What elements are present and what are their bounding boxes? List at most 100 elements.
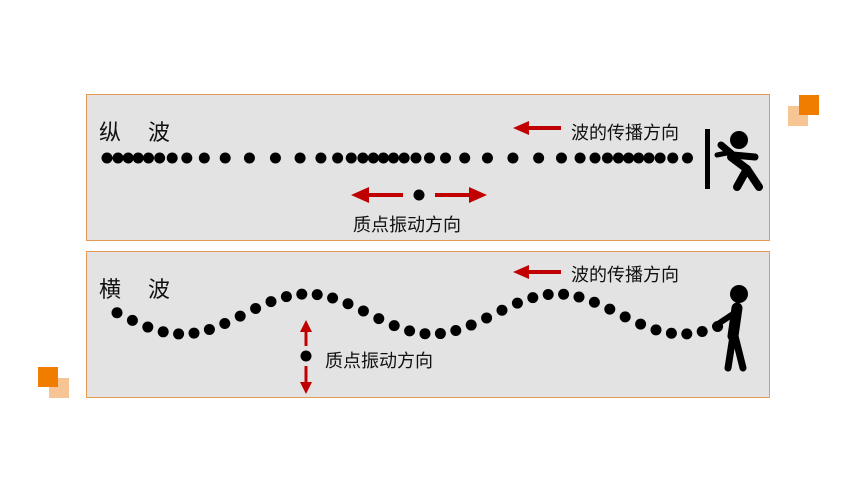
longitudinal-particle — [623, 152, 635, 164]
longitudinal-particle — [243, 152, 255, 164]
longitudinal-particle — [398, 152, 410, 164]
longitudinal-particle — [101, 152, 113, 164]
longitudinal-particle — [154, 152, 166, 164]
transverse-particle — [311, 289, 323, 301]
transverse-particle — [111, 307, 123, 319]
longitudinal-particle — [533, 152, 545, 164]
transverse-particle — [542, 288, 554, 300]
longitudinal-reference-particle — [413, 189, 425, 201]
transverse-wave-panel: 横 波 波的传播方向 质点振动方向 — [86, 251, 770, 398]
transverse-particle — [342, 298, 354, 310]
longitudinal-vibration-label: 质点振动方向 — [353, 215, 461, 236]
transverse-particle — [188, 327, 200, 339]
transverse-particle — [203, 323, 215, 335]
transverse-particle — [327, 292, 339, 304]
longitudinal-propagation-label: 波的传播方向 — [571, 123, 679, 144]
transverse-vibration-arrow-up — [300, 320, 312, 346]
longitudinal-particle — [367, 152, 379, 164]
transverse-particles — [111, 288, 724, 340]
transverse-title: 横 波 — [99, 278, 180, 303]
longitudinal-particle — [345, 152, 357, 164]
longitudinal-particle — [667, 152, 679, 164]
longitudinal-particle — [481, 152, 493, 164]
transverse-particle — [373, 313, 385, 325]
standing-person-icon — [712, 285, 748, 372]
pushing-person-icon — [714, 131, 763, 191]
longitudinal-particle — [681, 152, 693, 164]
longitudinal-particle — [654, 152, 666, 164]
longitudinal-particle — [269, 152, 281, 164]
longitudinal-particle — [112, 152, 124, 164]
transverse-particle — [142, 321, 154, 333]
longitudinal-diagram — [101, 121, 763, 203]
longitudinal-particle — [315, 152, 327, 164]
transverse-particle — [496, 304, 508, 316]
transverse-particle — [173, 328, 185, 340]
longitudinal-particle — [459, 152, 471, 164]
longitudinal-propagation-arrow — [513, 121, 561, 135]
transverse-particle — [126, 314, 138, 326]
longitudinal-particles — [101, 152, 693, 164]
transverse-particle — [419, 328, 431, 340]
transverse-diagram — [111, 265, 748, 394]
longitudinal-particle — [166, 152, 178, 164]
longitudinal-particle — [440, 152, 452, 164]
transverse-reference-particle — [300, 350, 312, 362]
longitudinal-particle — [410, 152, 422, 164]
longitudinal-particle — [357, 152, 369, 164]
longitudinal-particle — [132, 152, 144, 164]
longitudinal-particle — [555, 152, 567, 164]
longitudinal-particle — [332, 152, 344, 164]
longitudinal-particle — [643, 152, 655, 164]
longitudinal-vibration-arrow-left — [351, 187, 403, 203]
transverse-particle — [696, 325, 708, 337]
transverse-particle — [234, 310, 246, 322]
longitudinal-particle — [424, 152, 436, 164]
transverse-particle — [527, 292, 539, 304]
transverse-particle — [573, 291, 585, 303]
longitudinal-particle — [633, 152, 645, 164]
longitudinal-particle — [612, 152, 624, 164]
transverse-particle — [511, 297, 523, 309]
longitudinal-particle — [122, 152, 134, 164]
transverse-vibration-label: 质点振动方向 — [325, 351, 433, 372]
longitudinal-particle — [377, 152, 389, 164]
transverse-particle — [250, 302, 262, 314]
longitudinal-particle — [198, 152, 210, 164]
longitudinal-particle — [589, 152, 601, 164]
transverse-particle — [296, 288, 308, 300]
transverse-particle — [588, 296, 600, 308]
deco-square-bottom-left-dark — [38, 367, 58, 387]
transverse-particle — [280, 291, 292, 303]
transverse-particle — [635, 318, 647, 330]
transverse-particle — [219, 318, 231, 330]
transverse-particle — [465, 319, 477, 331]
transverse-particle — [265, 296, 277, 308]
transverse-particle — [450, 325, 462, 337]
longitudinal-particle — [507, 152, 519, 164]
transverse-particle — [604, 303, 616, 315]
transverse-vibration-arrow-down — [300, 366, 312, 394]
transverse-particle — [681, 328, 693, 340]
longitudinal-particle — [387, 152, 399, 164]
longitudinal-particle — [294, 152, 306, 164]
transverse-particle — [388, 320, 400, 332]
transverse-particle — [665, 327, 677, 339]
transverse-particle — [357, 305, 369, 317]
transverse-particle — [481, 312, 493, 324]
deco-square-top-right-dark — [799, 95, 819, 115]
longitudinal-particle — [601, 152, 613, 164]
transverse-particle — [157, 326, 169, 338]
longitudinal-particle — [143, 152, 155, 164]
longitudinal-particle — [574, 152, 586, 164]
transverse-particle — [619, 311, 631, 323]
transverse-propagation-arrow — [513, 265, 561, 279]
wall-icon — [705, 129, 710, 189]
transverse-particle — [404, 325, 416, 337]
transverse-particle — [434, 328, 446, 340]
longitudinal-particle — [219, 152, 231, 164]
longitudinal-wave-panel: 纵 波 波的传播方向 质点振动方向 — [86, 94, 770, 241]
longitudinal-vibration-arrow-right — [435, 187, 487, 203]
longitudinal-title: 纵 波 — [99, 121, 180, 146]
transverse-particle — [558, 288, 570, 300]
